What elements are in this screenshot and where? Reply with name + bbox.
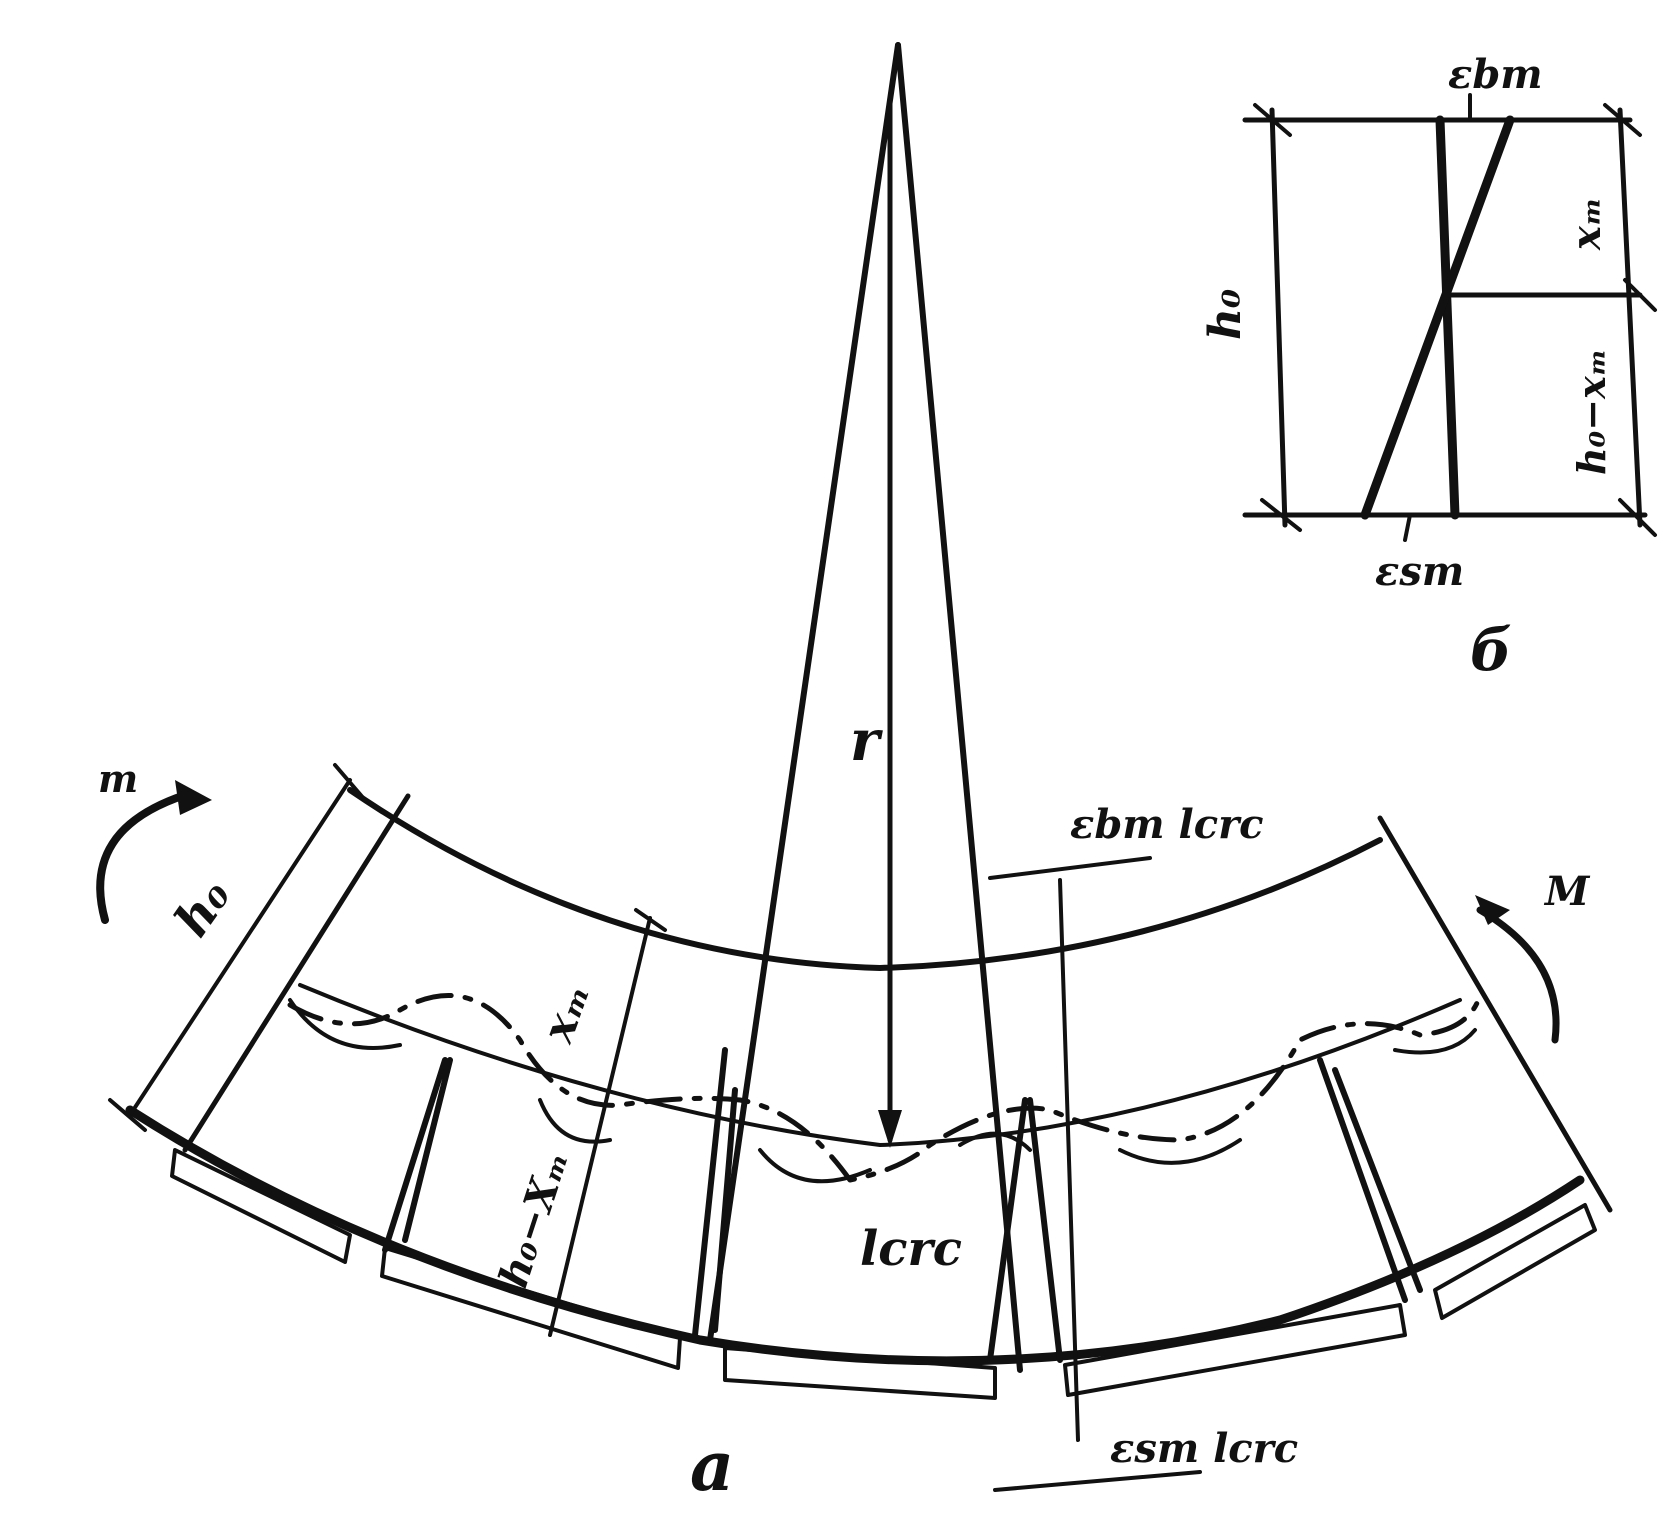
part-b-caption: б bbox=[1470, 616, 1512, 684]
right-moment-arrowhead bbox=[1475, 895, 1510, 925]
b-inclined-strain bbox=[1360, 115, 1515, 520]
strain-diagram-part-b: εbm εsm h₀ xₘ h₀−xₘ б bbox=[1200, 51, 1657, 684]
right-moment-label: M bbox=[1543, 868, 1591, 915]
beam-part-a: m M r h₀ xₘ h₀−Xₘ εbm lcrc εsm lcrc lcrc… bbox=[96, 42, 1613, 1507]
b-right-dim-line bbox=[1617, 107, 1643, 528]
xm-dimension-line bbox=[548, 916, 652, 1337]
neutral-axis bbox=[298, 983, 1462, 1147]
h0-label: h₀ bbox=[164, 869, 242, 947]
radius-arrowhead bbox=[878, 1110, 902, 1148]
strain-scallops bbox=[288, 998, 1477, 1184]
b-h0-label: h₀ bbox=[1200, 289, 1251, 340]
eps-sm-tick-line bbox=[993, 1470, 1202, 1492]
b-xm-label: xₘ bbox=[1563, 197, 1610, 251]
b-left-line bbox=[1269, 107, 1288, 528]
right-moment-arrow bbox=[1476, 906, 1560, 1044]
eps-sm-lcrc-label: εsm lcrc bbox=[1110, 1425, 1298, 1472]
radius-label: r bbox=[850, 708, 883, 774]
xm-label: xₘ bbox=[532, 977, 600, 1050]
eps-bm-lcrc-label: εbm lcrc bbox=[1070, 801, 1264, 848]
beam-top-edge bbox=[347, 787, 1383, 971]
part-a-caption: a bbox=[690, 1427, 734, 1507]
left-moment-label: m bbox=[98, 756, 138, 801]
b-ticks bbox=[1253, 93, 1657, 542]
left-moment-arrowhead bbox=[175, 780, 212, 815]
eps-bm-label: εbm bbox=[1448, 51, 1543, 98]
left-end-section bbox=[182, 793, 411, 1153]
b-h0-minus-xm-label: h₀−xₘ bbox=[1569, 349, 1614, 475]
rebar-segments bbox=[170, 1148, 1597, 1400]
eps-bm-tick-line bbox=[988, 856, 1152, 880]
radius-lines bbox=[707, 42, 1023, 1373]
left-moment-arrow bbox=[96, 791, 189, 924]
lcrc-label: lcrc bbox=[860, 1221, 962, 1277]
dash-dot-wave bbox=[287, 992, 1483, 1183]
h0-dimension-line bbox=[128, 778, 352, 1117]
right-end-section bbox=[1377, 815, 1613, 1213]
b-vertical-strain bbox=[1435, 115, 1460, 520]
eps-sm-label: εsm bbox=[1375, 548, 1464, 595]
